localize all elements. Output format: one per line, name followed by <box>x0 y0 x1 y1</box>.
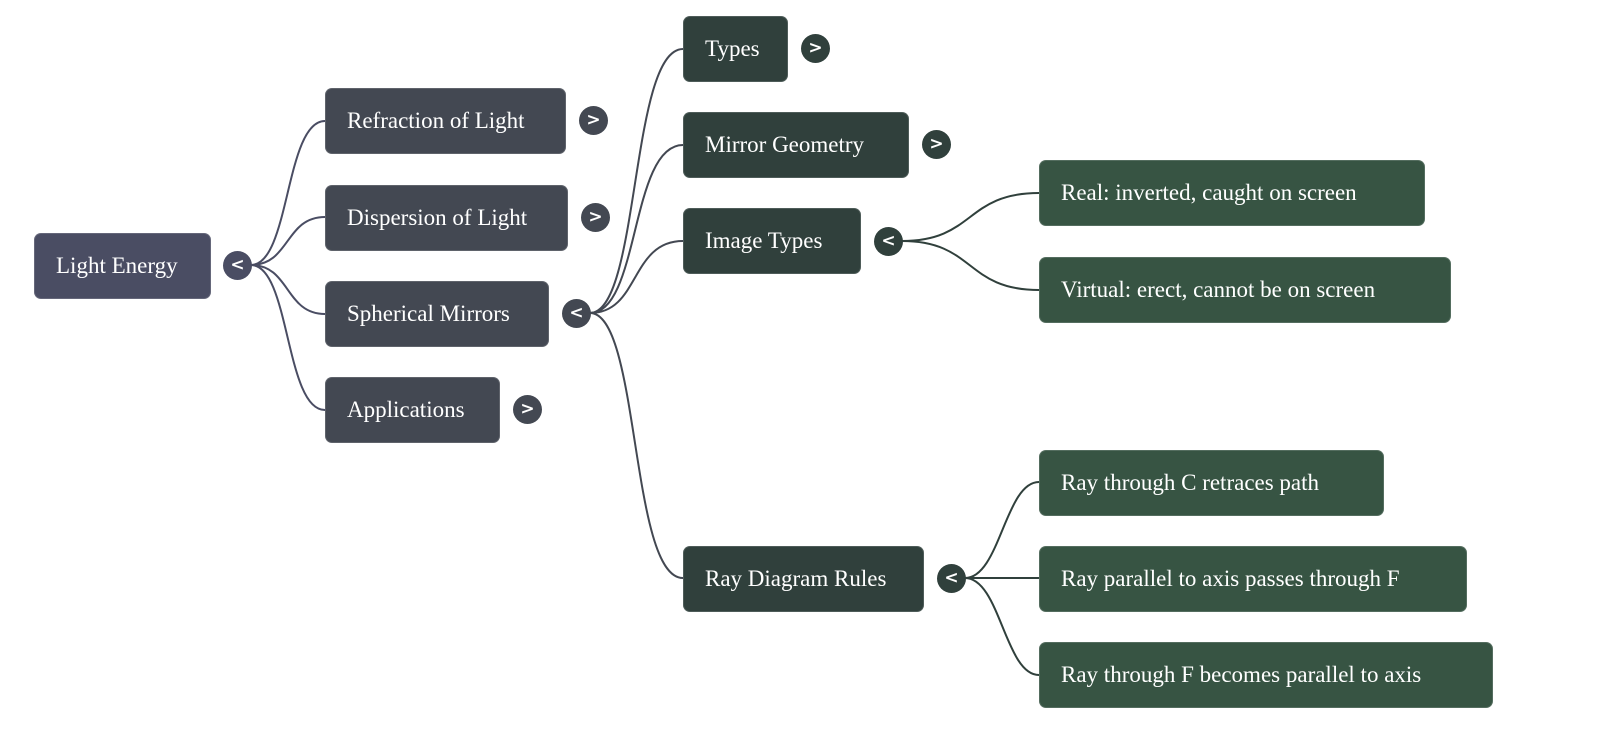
node-ray-through-c[interactable]: Ray through C retraces path <box>1039 450 1384 516</box>
chevron-right-icon: > <box>588 207 603 227</box>
node-virtual-image[interactable]: Virtual: erect, cannot be on screen <box>1039 257 1451 323</box>
node-label: Types <box>705 36 760 61</box>
node-label: Ray through F becomes parallel to axis <box>1061 662 1422 687</box>
node-label: Real: inverted, caught on screen <box>1061 180 1357 205</box>
chevron-left-icon: < <box>569 303 584 323</box>
node-label: Ray Diagram Rules <box>705 566 887 591</box>
edge-root-applications <box>250 264 326 411</box>
node-label: Light Energy <box>56 253 178 278</box>
chevron-right-icon: > <box>808 38 823 58</box>
edge-spherical-types <box>589 48 684 314</box>
node-label: Mirror Geometry <box>705 132 865 157</box>
chevron-right-icon: > <box>520 399 535 419</box>
expand-toggle-dispersion-of-light[interactable]: > <box>581 203 610 232</box>
edge-root-dispersion <box>250 216 326 266</box>
node-ray-through-f[interactable]: Ray through F becomes parallel to axis <box>1039 642 1493 708</box>
node-label: Ray through C retraces path <box>1061 470 1320 495</box>
node-ray-diagram-rules[interactable]: Ray Diagram Rules <box>683 546 924 612</box>
node-light-energy[interactable]: Light Energy <box>34 233 211 299</box>
node-label: Refraction of Light <box>347 108 525 133</box>
node-ray-parallel-to-axis[interactable]: Ray parallel to axis passes through F <box>1039 546 1467 612</box>
expand-toggle-applications[interactable]: > <box>513 395 542 424</box>
node-label: Dispersion of Light <box>347 205 528 230</box>
edge-raydiagram-c <box>964 481 1040 579</box>
node-label: Image Types <box>705 228 823 253</box>
chevron-right-icon: > <box>929 134 944 154</box>
collapse-toggle-spherical-mirrors[interactable]: < <box>562 299 591 328</box>
node-applications[interactable]: Applications <box>325 377 500 443</box>
chevron-left-icon: < <box>944 568 959 588</box>
edge-spherical-imagetypes <box>589 240 684 314</box>
expand-toggle-types[interactable]: > <box>801 34 830 63</box>
edge-imagetypes-real <box>901 192 1040 242</box>
expand-toggle-mirror-geometry[interactable]: > <box>922 130 951 159</box>
collapse-toggle-ray-diagram-rules[interactable]: < <box>937 564 966 593</box>
edge-imagetypes-virtual <box>901 240 1040 291</box>
chevron-left-icon: < <box>881 231 896 251</box>
collapse-toggle-image-types[interactable]: < <box>874 227 903 256</box>
node-mirror-geometry[interactable]: Mirror Geometry <box>683 112 909 178</box>
node-real-image[interactable]: Real: inverted, caught on screen <box>1039 160 1425 226</box>
node-label: Applications <box>347 397 465 422</box>
node-dispersion-of-light[interactable]: Dispersion of Light <box>325 185 568 251</box>
edge-root-spherical <box>250 264 326 315</box>
node-label: Virtual: erect, cannot be on screen <box>1061 277 1376 302</box>
node-image-types[interactable]: Image Types <box>683 208 861 274</box>
node-label: Spherical Mirrors <box>347 301 510 326</box>
node-spherical-mirrors[interactable]: Spherical Mirrors <box>325 281 549 347</box>
chevron-right-icon: > <box>586 110 601 130</box>
node-types[interactable]: Types <box>683 16 788 82</box>
edge-raydiagram-f <box>964 577 1040 676</box>
chevron-left-icon: < <box>230 255 245 275</box>
edge-spherical-raydiagram <box>589 312 684 579</box>
expand-toggle-refraction-of-light[interactable]: > <box>579 106 608 135</box>
node-refraction-of-light[interactable]: Refraction of Light <box>325 88 566 154</box>
edge-root-refraction <box>250 120 326 266</box>
collapse-toggle-light-energy[interactable]: < <box>223 251 252 280</box>
edge-spherical-geometry <box>589 144 684 314</box>
node-label: Ray parallel to axis passes through F <box>1061 566 1400 591</box>
